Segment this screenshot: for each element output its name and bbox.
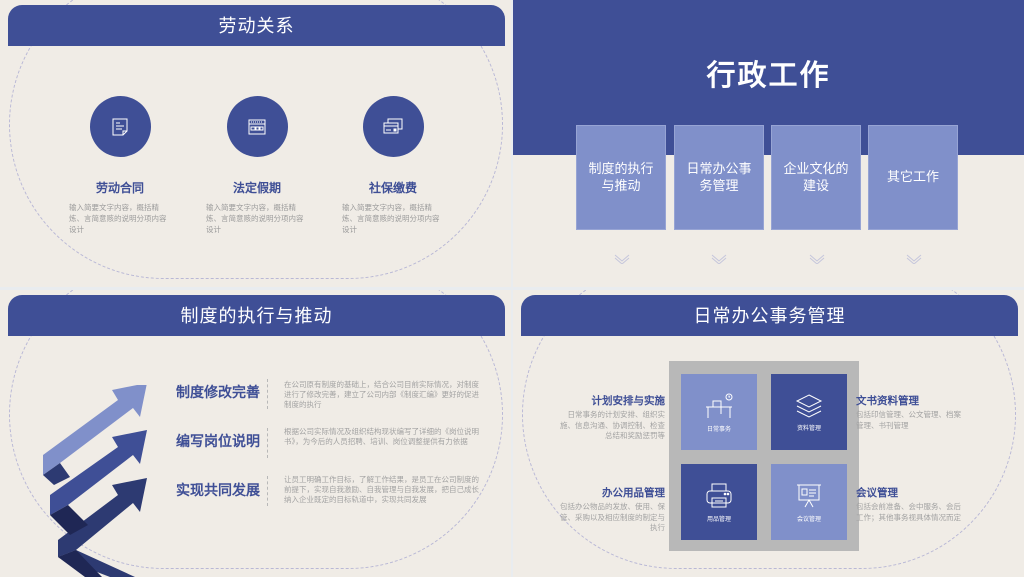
- item-desc: 输入简要文字内容，概括精炼、言简意赅的说明分项内容设计: [69, 203, 167, 234]
- slide-title-banner: 劳动关系: [8, 5, 505, 46]
- dashed-divider: [267, 379, 268, 409]
- row-heading: 制度修改完善: [176, 385, 260, 401]
- category-box-culture[interactable]: 企业文化的建设: [771, 125, 861, 230]
- item-statutory-holidays: 法定假期 输入简要文字内容，概括精炼、言简意赅的说明分项内容设计: [197, 96, 317, 235]
- layers-icon: [795, 393, 823, 418]
- chevron-down-icon: [614, 254, 630, 264]
- slide-admin-work[interactable]: 行政工作 制度的执行与推动 日常办公事务管理 企业文化的建设 其它工作: [513, 0, 1024, 287]
- printer-icon: [706, 483, 732, 507]
- side-text: 日常事务的计划安排、组织实施、信息沟通、协调控制、检查总结和奖励惩罚等: [560, 410, 665, 440]
- row-text: 根据公司实际情况及组织结构现状编写了详细的《岗位说明书》，为今后的人员招聘、培训…: [284, 427, 479, 446]
- row-heading: 编写岗位说明: [176, 434, 260, 450]
- tile-label: 资料管理: [796, 424, 821, 432]
- calendar-icon: [226, 96, 288, 157]
- side-text: 包括办公物品的发放、使用、保管、采购以及相应制度的制定与执行: [560, 502, 665, 532]
- item-title: 社保缴费: [368, 181, 417, 195]
- item-desc: 输入简要文字内容，概括精炼、言简意赅的说明分项内容设计: [206, 203, 304, 234]
- side-heading: 会议管理: [856, 487, 898, 499]
- side-heading: 文书资料管理: [856, 395, 919, 407]
- slide-title: 行政工作: [706, 58, 831, 92]
- chevron-down-icon: [906, 254, 922, 264]
- dashed-divider: [267, 476, 268, 506]
- row-text: 让员工明确工作目标，了解工作结果，是员工在公司制度的前提下，实现自我激励、自我管…: [284, 475, 479, 504]
- tile-document-management[interactable]: 资料管理: [771, 374, 847, 450]
- tile-label: 日常事务: [706, 425, 731, 433]
- tile-supplies-management[interactable]: 用品管理: [681, 464, 757, 540]
- row-heading: 实现共同发展: [176, 483, 260, 499]
- row-text: 在公司原有制度的基础上，结合公司目前实际情况，对制度进行了修改完善，建立了公司内…: [284, 380, 479, 409]
- chevron-down-icon: [711, 254, 727, 264]
- tile-meeting-management[interactable]: 会议管理: [771, 464, 847, 540]
- tile-daily-affairs[interactable]: 日常事务: [681, 374, 757, 450]
- desk-clock-icon: [706, 393, 733, 418]
- category-box-daily-office[interactable]: 日常办公事务管理: [674, 125, 764, 230]
- side-heading: 办公用品管理: [602, 487, 665, 499]
- chevron-down-icon: [809, 254, 825, 264]
- category-box-other[interactable]: 其它工作: [868, 125, 958, 230]
- slide-system-execution[interactable]: 制度的执行与推动 制度修改完善 在公司原有制度的基础上，结合公司目前实际情况，对…: [0, 290, 511, 577]
- side-supplies: 办公用品管理 包括办公物品的发放、使用、保管、采购以及相应制度的制定与执行: [553, 485, 665, 534]
- side-heading: 计划安排与实施: [591, 395, 666, 407]
- slide-title-banner: 制度的执行与推动: [8, 295, 505, 336]
- category-box-system-execution[interactable]: 制度的执行与推动: [576, 125, 666, 230]
- side-documents: 文书资料管理 包括印信管理、公文管理、档案管理、书刊管理: [856, 393, 968, 431]
- slide-labor-relations[interactable]: 劳动关系 劳动合同 输入简要文字内容，概括精炼、言简意赅的说明分项内容设计 法定…: [0, 0, 511, 287]
- side-text: 包括会前准备、会中服务、会后工作；其他事务视具体情况而定: [856, 502, 961, 522]
- item-desc: 输入简要文字内容，概括精炼、言简意赅的说明分项内容设计: [342, 203, 440, 234]
- item-social-security: 社保缴费 输入简要文字内容，概括精炼、言简意赅的说明分项内容设计: [333, 96, 453, 235]
- slide-title-banner: 日常办公事务管理: [521, 295, 1018, 336]
- presentation-board-icon: [797, 484, 821, 507]
- rising-arrows-graphic: [43, 385, 147, 577]
- tile-label: 用品管理: [706, 515, 731, 523]
- item-labor-contract: 劳动合同 输入简要文字内容，概括精炼、言简意赅的说明分项内容设计: [60, 96, 180, 235]
- side-planning: 计划安排与实施 日常事务的计划安排、组织实施、信息沟通、协调控制、检查总结和奖励…: [553, 393, 665, 442]
- document-note-icon: [89, 96, 151, 157]
- item-title: 劳动合同: [95, 181, 144, 195]
- dashed-divider: [267, 428, 268, 458]
- credit-card-icon: [362, 96, 424, 157]
- side-text: 包括印信管理、公文管理、档案管理、书刊管理: [856, 410, 961, 430]
- tile-label: 会议管理: [796, 515, 821, 523]
- item-title: 法定假期: [232, 181, 281, 195]
- side-meetings: 会议管理 包括会前准备、会中服务、会后工作；其他事务视具体情况而定: [856, 485, 968, 523]
- slide-daily-office-management[interactable]: 日常办公事务管理 日常事务 资料管理 用品管理 会议管理 计划安排与实施 日常事…: [513, 290, 1024, 577]
